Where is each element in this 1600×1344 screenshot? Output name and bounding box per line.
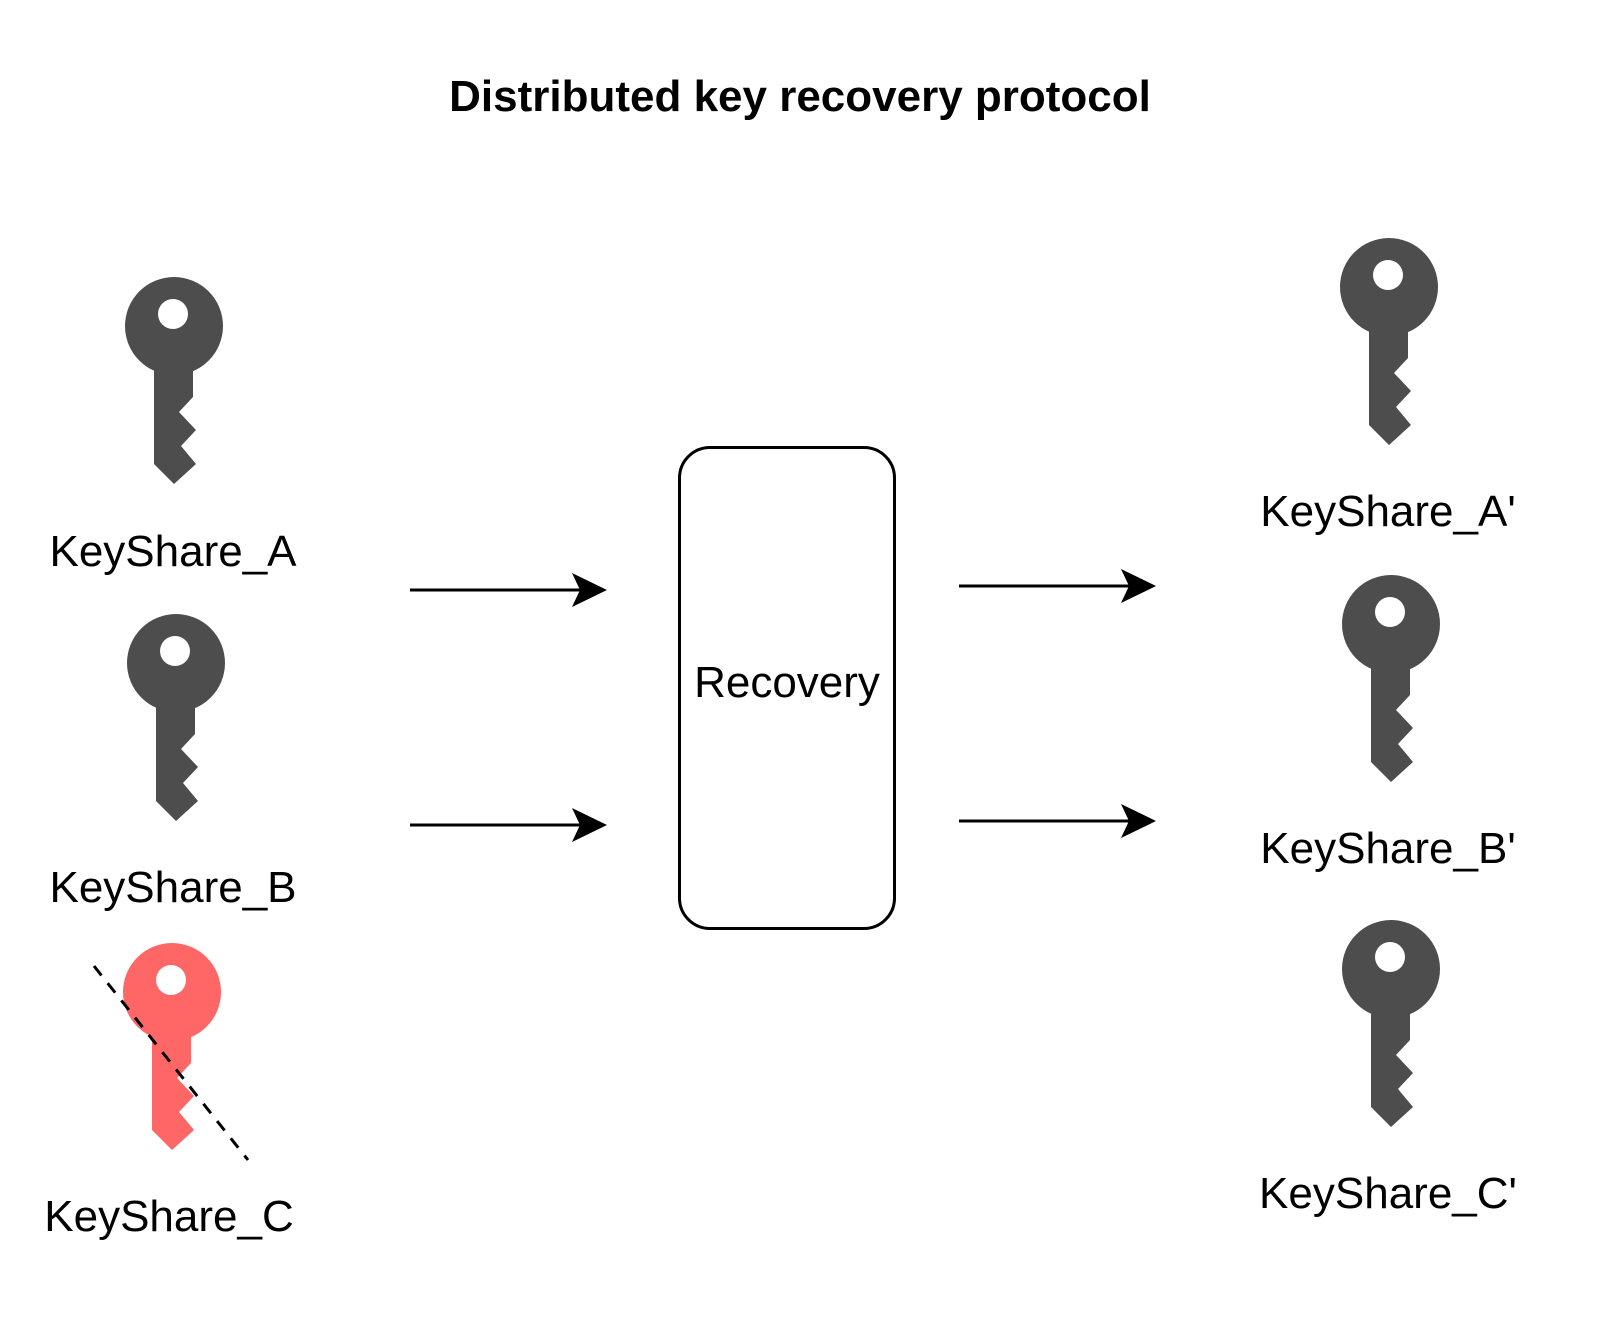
key-icon-a — [125, 277, 223, 484]
label-keyshare-a: KeyShare_A — [49, 527, 297, 576]
label-keyshare-b-prime: KeyShare_B' — [1260, 824, 1516, 873]
label-keyshare-c: KeyShare_C — [44, 1192, 294, 1241]
label-keyshare-a-prime: KeyShare_A' — [1260, 487, 1516, 536]
diagram-title: Distributed key recovery protocol — [449, 72, 1151, 121]
key-icon-c-lost — [123, 943, 221, 1150]
recovery-label: Recovery — [694, 658, 880, 707]
recovery-box: Recovery — [678, 446, 896, 930]
key-icon-c-prime — [1342, 920, 1440, 1127]
strike-through-line — [92, 965, 250, 1161]
key-icon-b — [127, 614, 225, 821]
arrow-out-2 — [959, 804, 1156, 838]
key-icon-b-prime — [1342, 575, 1440, 782]
arrow-in-1 — [410, 573, 607, 607]
key-icon-a-prime — [1340, 238, 1438, 445]
arrow-out-1 — [959, 569, 1156, 603]
label-keyshare-b: KeyShare_B — [49, 863, 297, 912]
label-keyshare-c-prime: KeyShare_C' — [1259, 1169, 1517, 1218]
arrow-in-2 — [410, 808, 607, 842]
